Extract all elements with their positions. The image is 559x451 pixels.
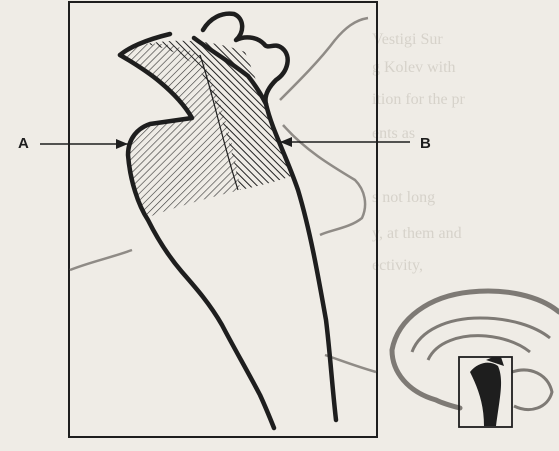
- faint-outline-left: [70, 250, 132, 270]
- bg-text-line: ition for the pr: [372, 91, 466, 108]
- inset-brainstem: [470, 363, 501, 426]
- bg-text-line: g Kolev with: [372, 59, 456, 76]
- bg-text-line: y, at them and: [372, 225, 462, 242]
- label-b: B: [420, 135, 431, 152]
- bg-text-line: ectivity,: [372, 257, 423, 274]
- bg-text-line: ents as: [372, 125, 415, 142]
- inset-cerebellum: [512, 370, 552, 409]
- arrow-a-head: [116, 139, 128, 149]
- label-a-group: A: [18, 135, 128, 152]
- bg-text-line: Vestigi Sur: [372, 31, 443, 48]
- inset-brain-outline: [392, 291, 559, 408]
- background-text: Vestigi Sur g Kolev with ition for the p…: [372, 31, 466, 274]
- brain-sagittal-icon: [392, 291, 559, 427]
- label-a: A: [18, 135, 29, 152]
- faint-outline-cortex: [280, 18, 368, 100]
- bg-text-line: s not long: [372, 189, 435, 206]
